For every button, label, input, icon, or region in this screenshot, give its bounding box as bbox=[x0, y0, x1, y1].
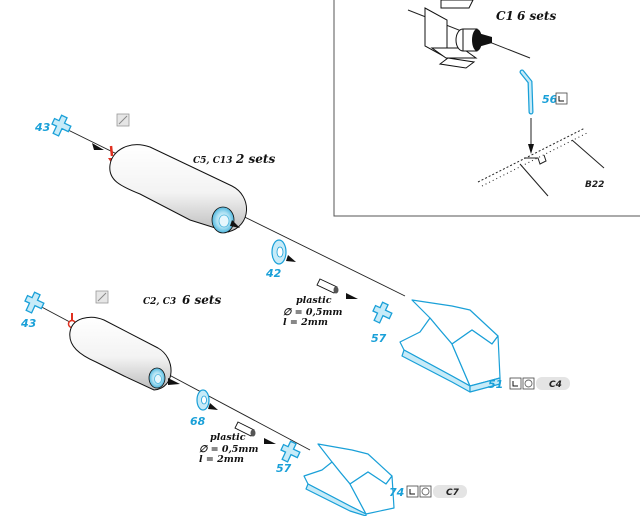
upper-plastic-title: plastic bbox=[296, 295, 332, 306]
lower-bomb-body bbox=[69, 316, 172, 391]
upper-assembly: 43 C5, C13 2 sets 42 p bbox=[34, 113, 570, 393]
inset-arrow bbox=[528, 144, 534, 154]
cradle-ref-c7: C7 bbox=[446, 488, 460, 498]
round-icon-51 bbox=[522, 377, 535, 390]
lower-disc-part-68 bbox=[196, 389, 210, 411]
upper-clip-part-57 bbox=[372, 301, 393, 324]
inset-base-plate bbox=[477, 127, 605, 197]
inset-top-sets: 6 sets bbox=[517, 9, 556, 23]
upper-bomb-body bbox=[109, 144, 247, 234]
round-icon-74 bbox=[419, 485, 432, 498]
bend-icon-51 bbox=[509, 377, 522, 390]
ref-badge-c7 bbox=[433, 485, 467, 498]
lower-plastic-length: l = 2mm bbox=[199, 454, 244, 465]
lower-clip-part-43 bbox=[24, 291, 45, 314]
lower-assembly: 43 C2, C3 6 sets 68 plastic bbox=[20, 290, 467, 516]
part-number-57-lower: 57 bbox=[276, 462, 292, 475]
lower-bomb-sets: 6 sets bbox=[182, 293, 221, 307]
upper-plastic-length: l = 2mm bbox=[283, 317, 328, 328]
lower-bomb-label: C2, C3 bbox=[143, 297, 176, 307]
part-number-68: 68 bbox=[190, 415, 206, 428]
upper-plastic-diameter: ∅ = 0,5mm bbox=[283, 307, 342, 318]
upper-plastic-rod bbox=[316, 278, 339, 294]
bent-rod-part bbox=[519, 69, 534, 115]
lower-plastic-title: plastic bbox=[210, 432, 246, 443]
upper-clip-part-43 bbox=[51, 114, 72, 137]
upper-disc-part-42 bbox=[271, 239, 287, 265]
upper-cradle-part-51 bbox=[399, 299, 501, 393]
upper-bomb-label: C5, C13 bbox=[193, 156, 232, 166]
inset-panel: C1 6 sets 56 B22 bbox=[333, 0, 640, 217]
ref-badge-c4 bbox=[536, 377, 570, 390]
part-number-56: 56 bbox=[542, 93, 558, 106]
part-number-74: 74 bbox=[389, 486, 404, 499]
lower-clip-part-57 bbox=[280, 440, 301, 463]
inset-base-label: B22 bbox=[585, 180, 604, 190]
bend-icon-74 bbox=[406, 485, 419, 498]
lower-plastic-rod bbox=[234, 421, 256, 437]
part-number-57-upper: 57 bbox=[371, 332, 387, 345]
part-number-43-upper: 43 bbox=[34, 121, 51, 134]
part-number-42: 42 bbox=[265, 267, 282, 280]
part-number-43-lower: 43 bbox=[20, 317, 37, 330]
lower-plastic-diameter: ∅ = 0,5mm bbox=[199, 444, 258, 455]
upper-bomb-sets: 2 sets bbox=[235, 152, 275, 166]
lower-cradle-part-74 bbox=[303, 443, 395, 516]
inset-top-label: C1 bbox=[496, 9, 514, 23]
inset-fin-assembly bbox=[424, 0, 492, 69]
bend-icon bbox=[555, 92, 568, 105]
cradle-ref-c4: C4 bbox=[549, 380, 562, 390]
part-number-51: 51 bbox=[488, 378, 503, 391]
